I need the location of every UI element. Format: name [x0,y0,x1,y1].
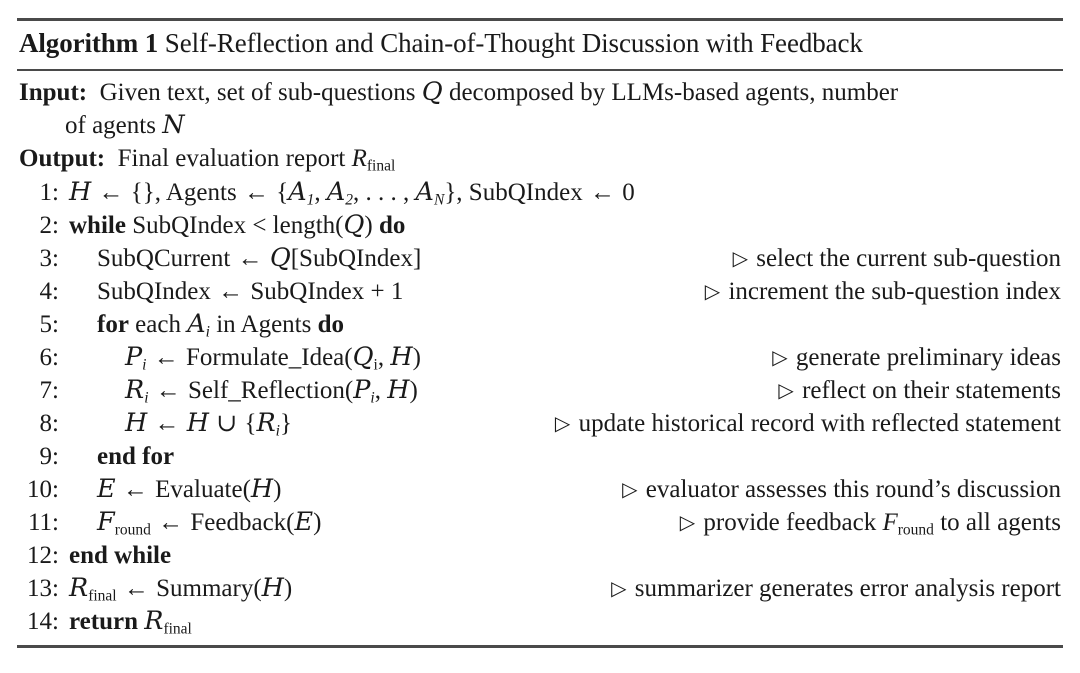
step-comment: ▷ generate preliminary ideas [772,344,1061,371]
step-row: 12: end while [17,539,1063,572]
step-code: end while [69,542,172,569]
step-code: Fround ← Feedback(E) [97,507,322,539]
algorithm-title-text: Self-Reflection and Chain-of-Thought Dis… [164,28,863,58]
step-number: 3: [39,245,59,272]
step-row: 7: Ri ← Self_Reflection(Pi, H) ▷ reflect… [17,374,1063,407]
step-row: 8: H ← H ∪ {Ri} ▷ update historical reco… [17,407,1063,440]
step-code: H ← H ∪ {Ri} [125,408,292,440]
step-number: 6: [39,344,59,371]
step-comment: ▷ reflect on their statements [778,377,1061,404]
step-code: return Rfinal [69,606,192,638]
step-row: 4: SubQIndex ← SubQIndex + 1 ▷ increment… [17,275,1063,308]
step-number: 9: [39,443,59,470]
step-number: 14: [27,608,59,635]
step-number: 8: [39,410,59,437]
rule-under-title [17,69,1063,71]
step-comment: ▷ increment the sub-question index [704,278,1061,305]
output-text: Final evaluation report Rfinal [111,145,396,175]
rule-bottom [17,645,1063,648]
step-code: SubQCurrent ← Q[SubQIndex] [97,243,422,273]
output-keyword: Output: [19,145,106,172]
step-code: while SubQIndex < length(Q) do [69,210,406,240]
step-number: 12: [27,542,59,569]
step-row: 10: E ← Evaluate(H) ▷ evaluator assesses… [17,473,1063,506]
step-comment: ▷ evaluator assesses this round’s discus… [622,476,1061,503]
step-number: 5: [39,311,59,338]
step-code: E ← Evaluate(H) [97,474,282,504]
step-row: 11: Fround ← Feedback(E) ▷ provide feedb… [17,506,1063,539]
input-text: Given text, set of sub-questions Q decom… [93,77,899,107]
algorithm-steps: 1: H ← {}, Agents ← {A1, A2, . . . , AN}… [17,175,1063,638]
rule-top [17,18,1063,21]
step-row: 2: while SubQIndex < length(Q) do [17,209,1063,242]
io-block: Input: Given text, set of sub-questions … [17,71,1063,175]
step-number: 7: [39,377,59,404]
step-row: 3: SubQCurrent ← Q[SubQIndex] ▷ select t… [17,242,1063,275]
step-code: H ← {}, Agents ← {A1, A2, . . . , AN}, S… [69,177,635,209]
output-line: Output: Final evaluation report Rfinal [17,142,1063,175]
step-number: 2: [39,212,59,239]
input-line: Input: Given text, set of sub-questions … [17,76,1063,109]
input-line-continued: of agents N [17,109,1063,142]
step-number: 10: [27,476,59,503]
step-number: 4: [39,278,59,305]
step-row: 1: H ← {}, Agents ← {A1, A2, . . . , AN}… [17,176,1063,209]
input-keyword: Input: [19,79,88,106]
step-code: SubQIndex ← SubQIndex + 1 [97,278,404,305]
step-comment: ▷ select the current sub-question [732,245,1061,272]
step-row: 5: for each Ai in Agents do [17,308,1063,341]
step-code: Rfinal ← Summary(H) [69,573,293,605]
step-number: 11: [27,509,59,536]
step-row: 14: return Rfinal [17,605,1063,638]
step-number: 13: [27,575,59,602]
step-row: 9: end for [17,440,1063,473]
step-code: end for [97,443,175,470]
step-code: for each Ai in Agents do [97,309,345,341]
step-row: 6: Pi ← Formulate_Idea(Qi, H) ▷ generate… [17,341,1063,374]
step-code: Pi ← Formulate_Idea(Qi, H) [125,342,421,374]
algorithm-label: Algorithm 1 [19,28,159,58]
step-comment: ▷ summarizer generates error analysis re… [611,575,1061,602]
step-row: 13: Rfinal ← Summary(H) ▷ summarizer gen… [17,572,1063,605]
step-comment: ▷ provide feedback Fround to all agents [679,509,1061,539]
step-code: Ri ← Self_Reflection(Pi, H) [125,375,418,407]
input-text-cont: of agents N [65,110,185,140]
step-comment: ▷ update historical record with reflecte… [554,410,1061,437]
step-number: 1: [39,179,59,206]
algorithm-block: Algorithm 1 Self-Reflection and Chain-of… [17,0,1063,648]
algorithm-title: Algorithm 1 Self-Reflection and Chain-of… [17,21,1063,65]
